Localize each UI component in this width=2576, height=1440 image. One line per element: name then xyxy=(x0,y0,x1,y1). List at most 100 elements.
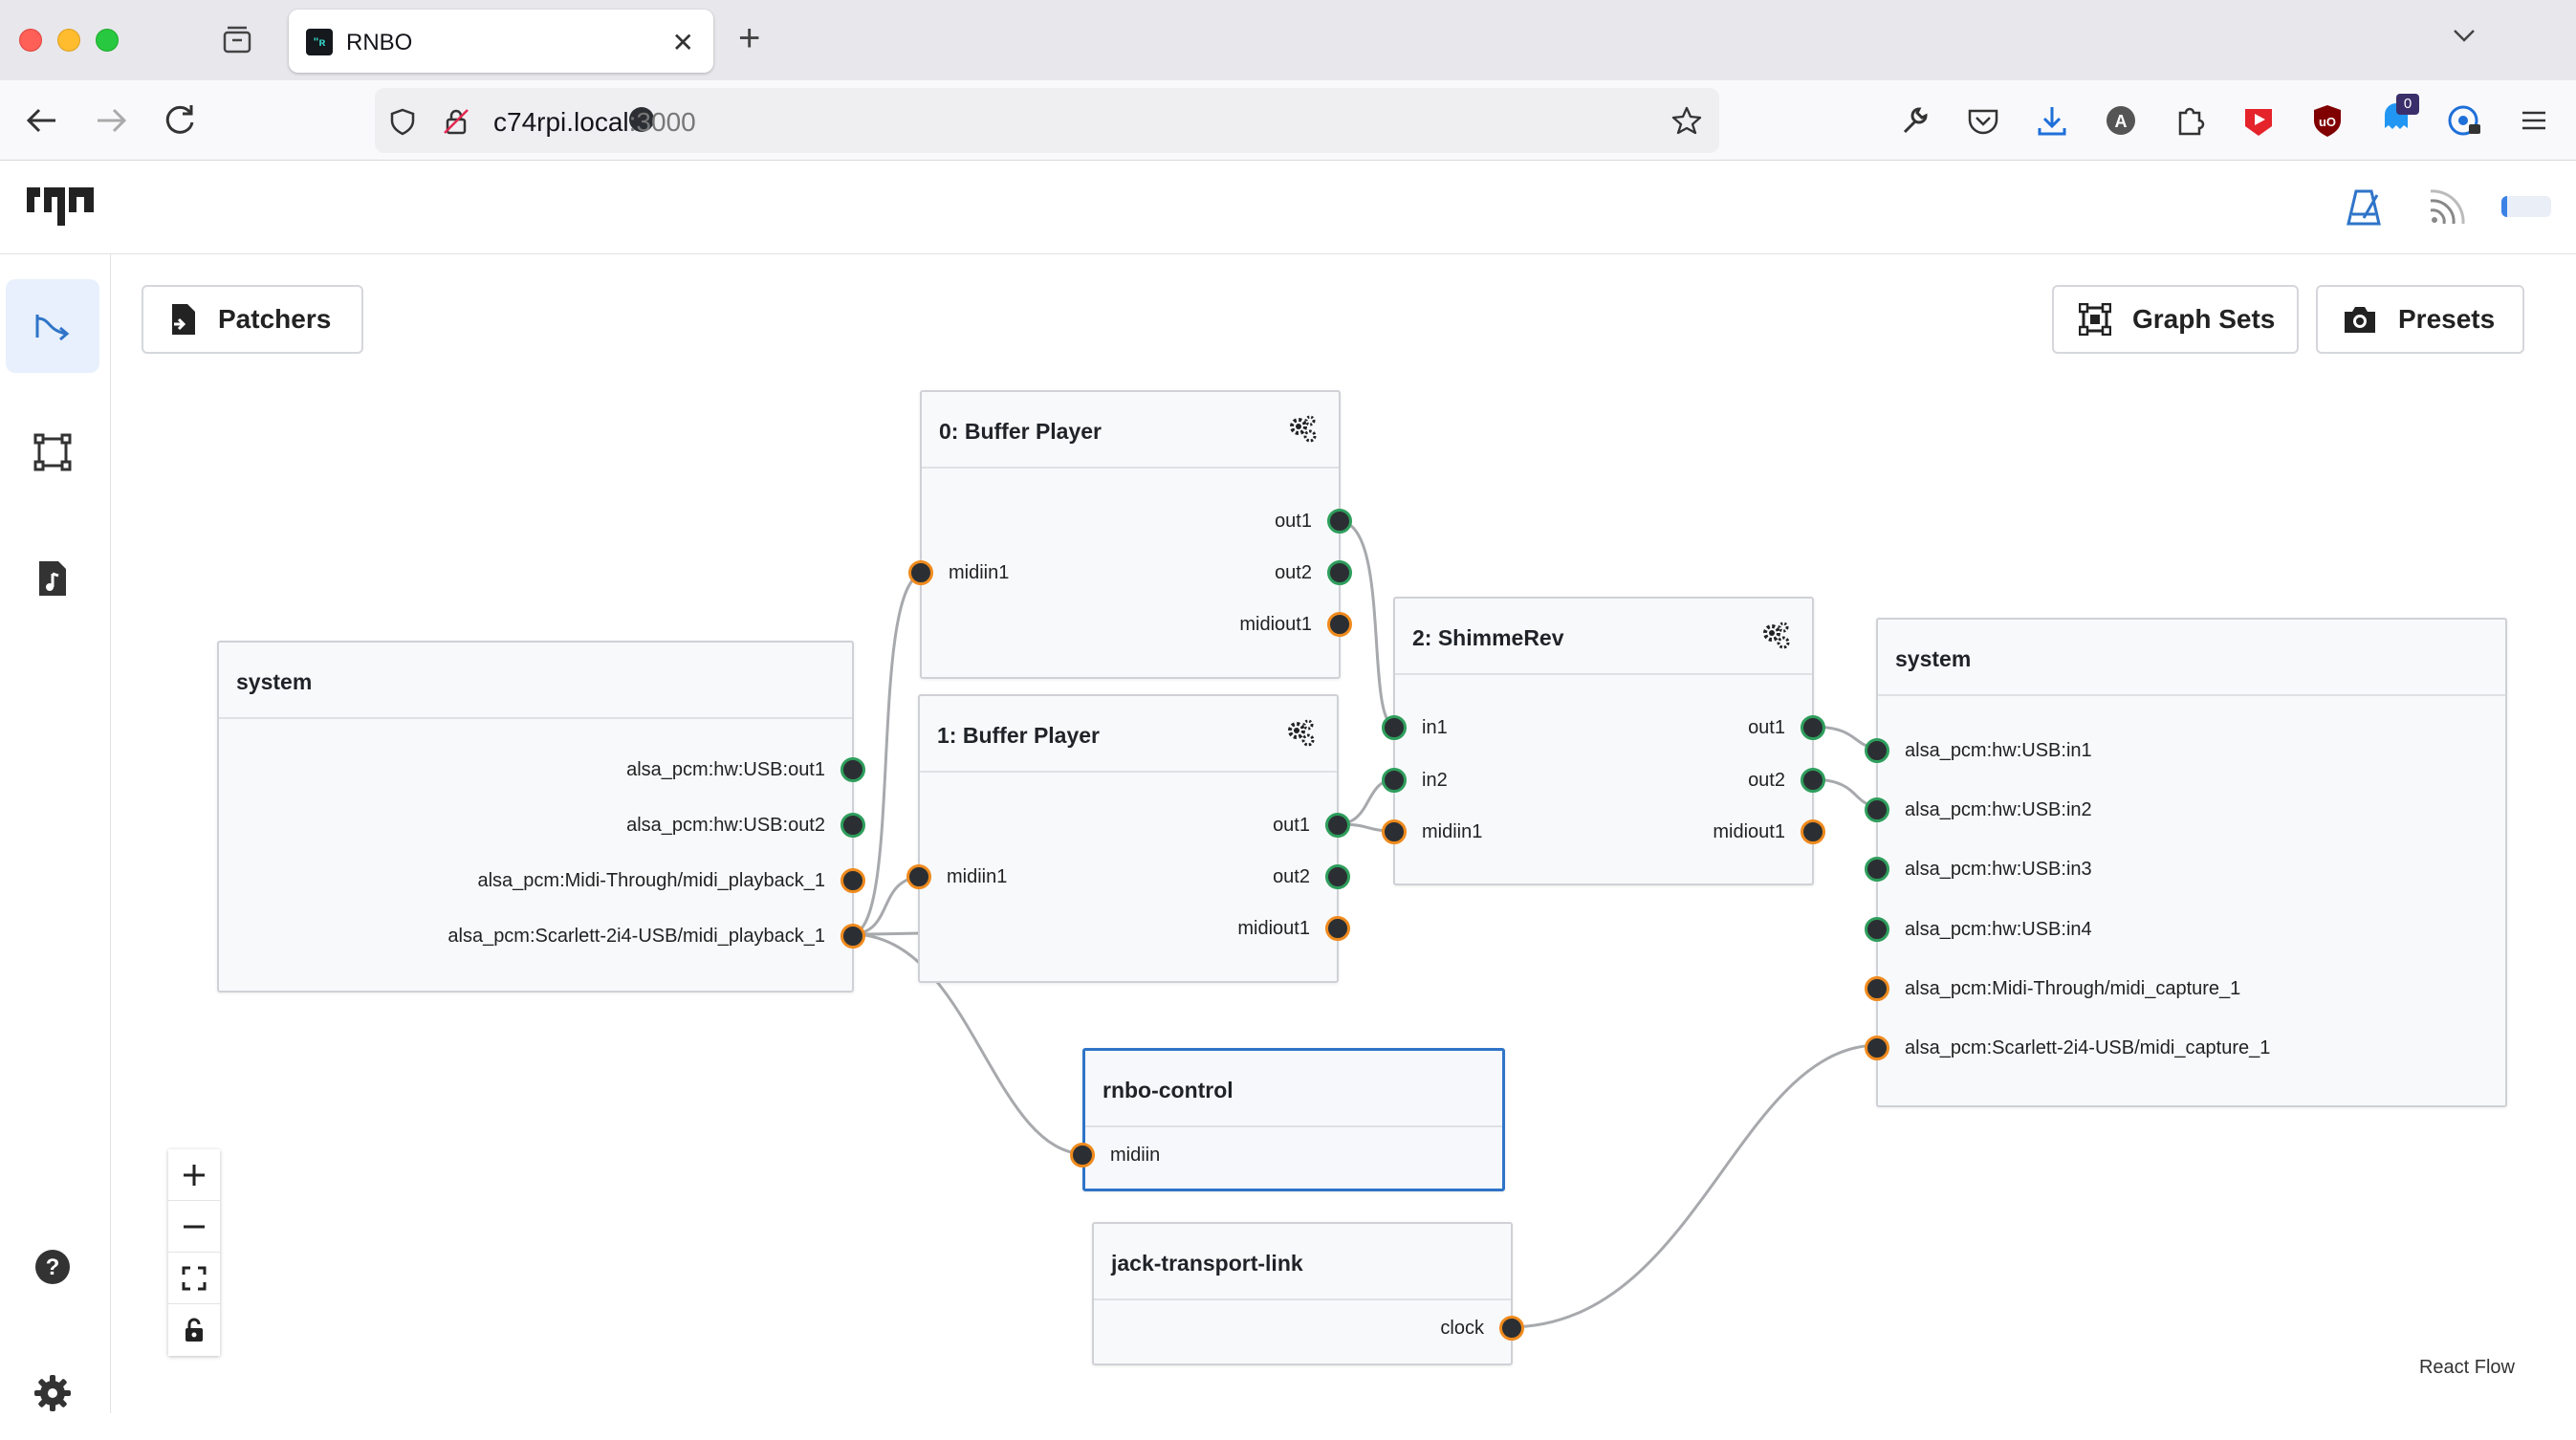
graph-sets-button[interactable]: Graph Sets xyxy=(2052,285,2299,354)
settings-gears-icon[interactable] xyxy=(1289,415,1318,444)
url-bar[interactable]: c74rpi.local:3000 xyxy=(375,88,1719,153)
react-flow-attribution[interactable]: React Flow xyxy=(2418,1357,2515,1378)
sidebar-item-help[interactable]: ? xyxy=(6,1220,99,1314)
output-port[interactable] xyxy=(840,757,865,782)
notification-extension-icon[interactable]: 0 xyxy=(2375,94,2419,142)
sidebar-item-graph[interactable] xyxy=(6,279,99,373)
wrench-icon[interactable] xyxy=(1893,99,1935,142)
tab-close-icon[interactable]: ✕ xyxy=(671,28,694,57)
sidebar-item-settings[interactable] xyxy=(6,1346,99,1440)
svg-text:A: A xyxy=(2115,112,2128,131)
fullscreen-icon xyxy=(182,1266,207,1290)
insecure-lock-icon[interactable] xyxy=(442,107,470,136)
output-port[interactable] xyxy=(1325,916,1350,941)
output-port[interactable] xyxy=(1327,612,1352,637)
node-buffer-player-1[interactable]: 1: Buffer Player midiin1 out1 out2 midio… xyxy=(906,694,1350,983)
sidebar-item-instances[interactable] xyxy=(6,405,99,499)
pocket-icon[interactable] xyxy=(1962,99,2004,142)
edge-clock-to-scarlett-capture[interactable] xyxy=(1508,1043,1880,1329)
input-port[interactable] xyxy=(1865,797,1889,822)
output-port[interactable] xyxy=(1325,864,1350,889)
zoom-out-button[interactable] xyxy=(168,1201,220,1253)
output-port[interactable] xyxy=(1801,819,1825,844)
input-port[interactable] xyxy=(908,560,933,585)
chevron-down-icon[interactable] xyxy=(2450,21,2478,50)
input-port[interactable] xyxy=(1382,768,1407,793)
port-label: alsa_pcm:hw:USB:in3 xyxy=(1905,859,2092,880)
input-port[interactable] xyxy=(1865,738,1889,763)
output-port[interactable] xyxy=(1801,768,1825,793)
tab-manager-icon[interactable] xyxy=(222,25,252,54)
patchers-button[interactable]: Patchers xyxy=(142,285,363,354)
plus-icon xyxy=(184,1164,205,1186)
output-port[interactable] xyxy=(840,813,865,838)
forward-arrow-icon[interactable] xyxy=(90,99,132,142)
edge-system-midi_playback-to-bp0-midiin[interactable] xyxy=(850,571,927,936)
browser-tab[interactable]: "ʀ RNBO ✕ xyxy=(289,10,713,73)
output-port[interactable] xyxy=(1801,715,1825,740)
download-icon[interactable] xyxy=(2031,99,2073,142)
node-header: 2: ShimmeRev xyxy=(1395,599,1812,675)
graph-canvas[interactable]: Patchers Graph Sets Presets xyxy=(111,254,2576,1413)
input-port[interactable] xyxy=(906,864,931,889)
zoom-in-button[interactable] xyxy=(168,1149,220,1201)
input-port[interactable] xyxy=(1865,976,1889,1001)
port-label: midiout1 xyxy=(1239,614,1312,635)
output-port[interactable] xyxy=(1325,813,1350,838)
ublock-icon[interactable]: uO xyxy=(2306,99,2348,142)
node-buffer-player-0[interactable]: 0: Buffer Player midiin1 out1 out2 midio… xyxy=(908,390,1352,679)
port-label: midiout1 xyxy=(1713,821,1785,842)
output-port[interactable] xyxy=(840,868,865,893)
settings-gears-icon[interactable] xyxy=(1762,622,1791,650)
back-arrow-icon[interactable] xyxy=(21,99,63,142)
presets-button[interactable]: Presets xyxy=(2316,285,2524,354)
url-text[interactable]: c74rpi.local:3000 xyxy=(493,107,696,138)
port-label: out2 xyxy=(1275,562,1312,583)
settings-gears-icon[interactable] xyxy=(1287,719,1316,748)
window-maximize-button[interactable] xyxy=(96,29,119,52)
output-port[interactable] xyxy=(1499,1316,1524,1341)
reload-icon[interactable] xyxy=(159,99,201,142)
node-header: 0: Buffer Player xyxy=(922,392,1339,469)
port-label: in2 xyxy=(1422,770,1448,791)
input-port[interactable] xyxy=(1070,1143,1095,1167)
input-port[interactable] xyxy=(1382,715,1407,740)
input-port[interactable] xyxy=(1865,857,1889,882)
input-port[interactable] xyxy=(1865,917,1889,942)
input-port[interactable] xyxy=(1865,1036,1889,1060)
account-avatar-icon[interactable]: A xyxy=(2100,99,2142,142)
node-jack-transport-link[interactable]: jack-transport-link clock xyxy=(1092,1222,1524,1365)
new-tab-button[interactable]: + xyxy=(738,17,761,59)
node-title: jack-transport-link xyxy=(1111,1251,1303,1276)
tracking-shield-icon[interactable] xyxy=(388,107,417,136)
menu-hamburger-icon[interactable] xyxy=(2513,99,2555,142)
node-system-sink[interactable]: system alsa_pcm:hw:USB:in1 alsa_pcm:hw:U… xyxy=(1865,618,2507,1107)
fit-view-button[interactable] xyxy=(168,1253,220,1304)
output-port[interactable] xyxy=(1327,560,1352,585)
video-play-extension-icon[interactable] xyxy=(2238,99,2280,142)
bookmark-star-icon[interactable] xyxy=(1671,105,1702,136)
node-header: rnbo-control xyxy=(1085,1051,1502,1127)
node-shimmerev[interactable]: 2: ShimmeRev in1 in2 midiin1 out1 out2 m… xyxy=(1382,597,1825,885)
metronome-icon[interactable] xyxy=(2343,185,2385,228)
gear-icon xyxy=(34,1375,71,1411)
cpu-load-meter xyxy=(2501,196,2551,217)
output-port[interactable] xyxy=(1327,509,1352,534)
node-rnbo-control[interactable]: rnbo-control midiin xyxy=(1070,1048,1505,1191)
port-label: alsa_pcm:hw:USB:out2 xyxy=(626,815,825,836)
cpu-load-fill xyxy=(2501,196,2508,217)
sidebar-item-media[interactable] xyxy=(6,532,99,625)
extensions-puzzle-icon[interactable] xyxy=(2169,99,2211,142)
password-manager-icon[interactable] xyxy=(2444,99,2486,142)
node-system-source[interactable]: system alsa_pcm:hw:USB:out1 alsa_pcm:hw:… xyxy=(217,641,865,993)
link-sync-icon[interactable] xyxy=(2425,185,2467,228)
output-port[interactable] xyxy=(840,924,865,949)
window-close-button[interactable] xyxy=(19,29,42,52)
lock-interactivity-button[interactable] xyxy=(168,1304,220,1356)
edge-system-midi_playback-to-rnbo-control[interactable] xyxy=(850,932,1087,1156)
rnbo-logo-icon[interactable] xyxy=(25,184,98,229)
patchers-label: Patchers xyxy=(218,304,332,334)
input-port[interactable] xyxy=(1382,819,1407,844)
tab-title: RNBO xyxy=(346,30,413,55)
window-minimize-button[interactable] xyxy=(57,29,80,52)
